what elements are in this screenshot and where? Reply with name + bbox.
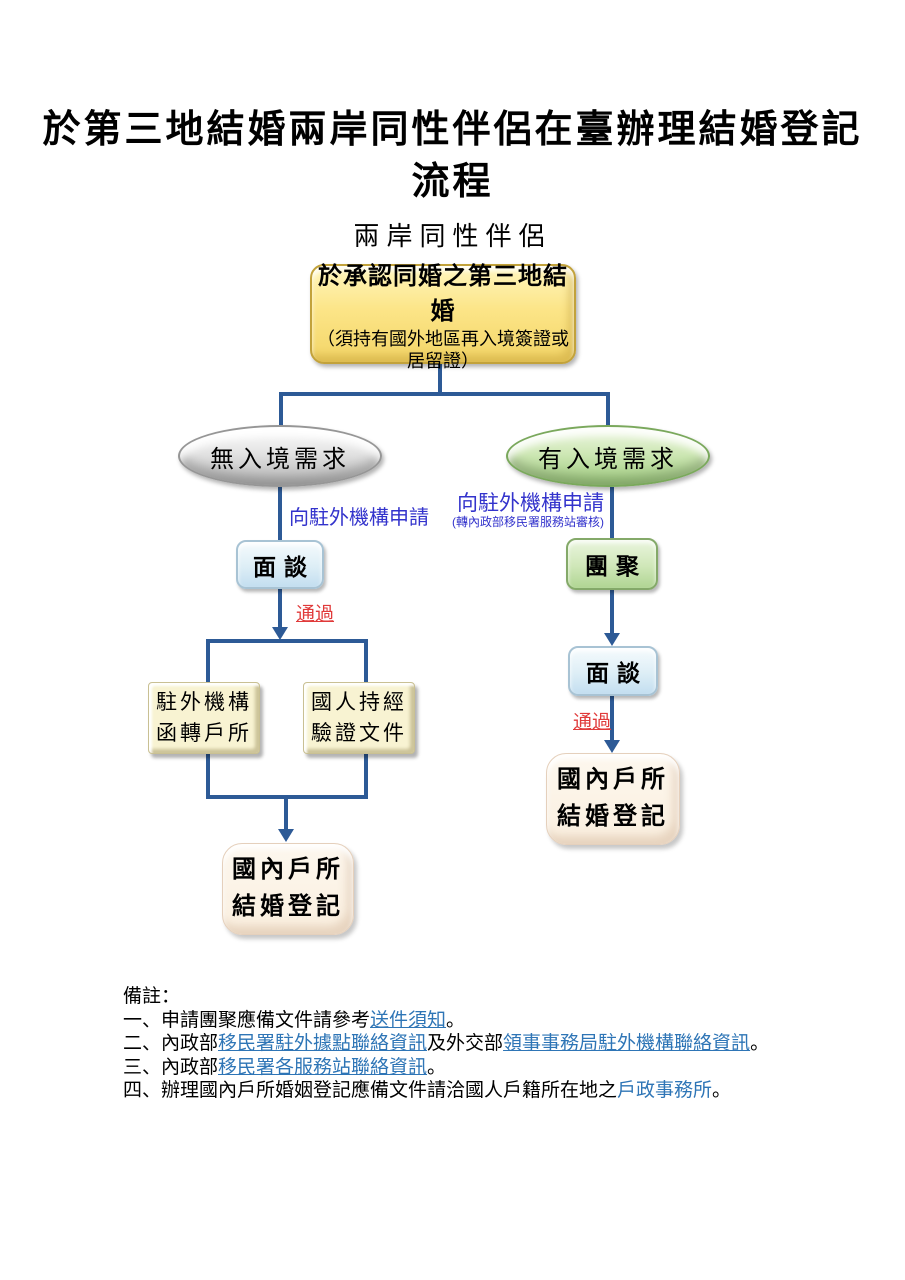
registration-node-left: 國內戶所 結婚登記 xyxy=(222,843,354,935)
transfer-node-line1: 駐外機構 xyxy=(156,690,252,714)
start-node-subtitle-line1: （須持有國外地區再入境簽證或 xyxy=(317,329,569,349)
registration-right-line1: 國內戶所 xyxy=(557,767,669,793)
documents-node-line2: 驗證文件 xyxy=(311,721,407,745)
note-2-text-b: 及外交部 xyxy=(427,1033,504,1054)
notes-section: 備註： 一、申請團聚應備文件請參考送件須知。 二、內政部移民署駐外據點聯絡資訊及… xyxy=(123,985,823,1103)
note-item-4: 四、辦理國內戶所婚姻登記應備文件請洽國人戶籍所在地之戶政事務所。 xyxy=(123,1079,823,1103)
note-1-period: 。 xyxy=(446,1009,466,1031)
apply-overseas-label-left: 向駐外機構申請 xyxy=(289,507,429,529)
note-item-3: 三、內政部移民署各服務站聯絡資訊。 xyxy=(123,1056,823,1080)
arrow-down-icon xyxy=(272,627,288,640)
connector-line xyxy=(438,364,442,394)
interview-node-right: 面談 xyxy=(568,646,658,696)
page-title-line1: 於第三地結婚兩岸同性伴侶在臺辦理結婚登記 xyxy=(42,109,863,151)
connector-line xyxy=(279,392,283,426)
page-title-line2: 流程 xyxy=(411,161,494,203)
condition-entry-needed-label: 有入境需求 xyxy=(538,446,678,473)
notes-heading: 備註： xyxy=(123,986,181,1007)
note-2-period: 。 xyxy=(750,1033,770,1054)
arrow-down-icon xyxy=(604,633,620,646)
reunion-node: 團聚 xyxy=(566,538,658,590)
link-immigration-service-stations[interactable]: 移民署各服務站聯絡資訊 xyxy=(218,1056,428,1078)
registration-node-right: 國內戶所 結婚登記 xyxy=(546,753,680,845)
verified-documents-node: 國人持經 驗證文件 xyxy=(303,682,415,754)
connector-line xyxy=(284,797,288,830)
connector-line xyxy=(279,392,610,396)
link-immigration-overseas-contacts[interactable]: 移民署駐外據點聯絡資訊 xyxy=(218,1033,428,1054)
pass-label-right: 通過 xyxy=(573,712,612,733)
note-1-text: 一、申請團聚應備文件請參考 xyxy=(123,1009,371,1031)
flow-subject-label: 兩岸同性伴侶 xyxy=(353,222,552,251)
reunion-node-label: 團聚 xyxy=(585,554,647,579)
connector-line xyxy=(206,639,368,643)
note-2-text-a: 二、內政部 xyxy=(123,1033,219,1054)
interview-node-left: 面談 xyxy=(236,540,324,589)
registration-left-line1: 國內戶所 xyxy=(232,857,344,883)
overseas-office-transfer-node: 駐外機構 函轉戶所 xyxy=(148,682,260,754)
page-title: 於第三地結婚兩岸同性伴侶在臺辦理結婚登記 流程 xyxy=(0,104,905,208)
arrow-down-icon xyxy=(278,829,294,842)
interview-node-right-label: 面談 xyxy=(586,661,648,686)
link-submission-notice[interactable]: 送件須知 xyxy=(370,1009,447,1031)
note-4-period: 。 xyxy=(712,1080,732,1101)
note-4-text: 四、辦理國內戶所婚姻登記應備文件請洽國人戶籍所在地之 xyxy=(123,1080,618,1101)
note-3-period: 。 xyxy=(427,1056,447,1078)
registration-right-line2: 結婚登記 xyxy=(557,804,669,830)
apply-overseas-sublabel-right: (轉內政部移民署服務站審核) xyxy=(452,515,604,529)
connector-line xyxy=(278,589,282,628)
connector-line xyxy=(610,590,614,634)
documents-node-line1: 國人持經 xyxy=(311,690,407,714)
note-3-text: 三、內政部 xyxy=(123,1056,219,1078)
note-item-1: 一、申請團聚應備文件請參考送件須知。 xyxy=(123,1009,823,1033)
arrow-down-icon xyxy=(604,740,620,753)
apply-overseas-label-right: 向駐外機構申請 xyxy=(457,492,604,515)
transfer-node-line2: 函轉戶所 xyxy=(156,721,252,745)
condition-no-entry-ellipse: 無入境需求 xyxy=(178,425,382,487)
connector-line xyxy=(278,487,282,540)
note-item-2: 二、內政部移民署駐外據點聯絡資訊及外交部領事事務局駐外機構聯絡資訊。 xyxy=(123,1032,823,1056)
link-household-registration-office[interactable]: 戶政事務所 xyxy=(617,1080,713,1101)
start-node-third-place-marriage: 於承認同婚之第三地結婚 （須持有國外地區再入境簽證或 居留證） xyxy=(310,264,576,371)
connector-line xyxy=(606,392,610,426)
interview-node-left-label: 面談 xyxy=(253,554,315,580)
pass-label-left: 通過 xyxy=(296,604,335,625)
connector-line xyxy=(610,696,614,741)
start-node-subtitle-line2: 居留證） xyxy=(407,351,479,371)
registration-left-line2: 結婚登記 xyxy=(232,894,344,920)
condition-entry-needed-ellipse: 有入境需求 xyxy=(506,425,710,487)
condition-no-entry-label: 無入境需求 xyxy=(210,446,350,473)
connector-line xyxy=(610,487,614,538)
link-boca-overseas-contacts[interactable]: 領事事務局駐外機構聯絡資訊 xyxy=(503,1033,751,1054)
start-node-title: 於承認同婚之第三地結婚 xyxy=(318,264,568,325)
